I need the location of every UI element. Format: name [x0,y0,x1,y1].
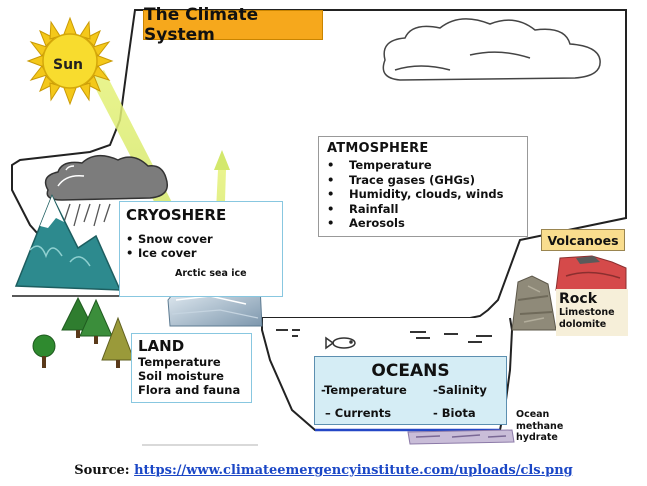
list-item: Aerosols [327,216,519,231]
atmosphere-list: Temperature Trace gases (GHGs) Humidity,… [327,158,519,231]
reflected-arrow-head [214,150,230,170]
list-item: Soil moisture [138,369,224,383]
cryosphere-list: Snow cover Ice cover [126,232,276,260]
list-item: Rainfall [327,202,519,217]
tree-icons [32,296,135,368]
arctic-sea-ice-label: Arctic sea ice [175,268,247,279]
label-line: Ocean [516,409,550,420]
land-heading: LAND [138,337,185,355]
ocean-methane-hydrate-label: Ocean methane hydrate [516,409,576,444]
rock-box: Rock Limestone dolomite [556,289,628,336]
ocean-currents: – Currents [325,406,392,420]
atmosphere-heading: ATMOSPHERE [327,141,429,156]
rock-heading: Rock [559,291,598,307]
diagram-title: The Climate System [143,5,323,45]
source-caption: Source: https://www.climateemergencyinst… [0,463,647,478]
list-item: Limestone [559,307,615,318]
atmosphere-box: ATMOSPHERE Temperature Trace gases (GHGs… [318,136,528,237]
label-line: hydrate [516,432,558,443]
cryosphere-box: CRYOSHERE Snow cover Ice cover Arctic se… [119,201,283,297]
list-item: Snow cover [126,232,276,246]
oceans-heading: OCEANS [371,361,450,381]
list-item: Temperature [327,158,519,173]
water-surface-dashes [276,329,492,343]
sun-icon [26,16,114,106]
mountain-icon [14,194,122,291]
source-prefix: Source: [74,463,135,478]
list-item: Ice cover [126,246,276,260]
source-link[interactable]: https://www.climateemergencyinstitute.co… [134,463,573,478]
label-line: methane [516,420,564,432]
volcano-icon [555,255,627,291]
ocean-biota: - Biota [433,406,476,420]
storm-cloud-icon [44,154,168,227]
list-item: Humidity, clouds, winds [327,187,519,202]
fish-icon [325,336,356,350]
land-box: LAND Temperature Soil moisture Flora and… [131,333,252,403]
list-item: Flora and fauna [138,383,241,397]
list-item: Trace gases (GHGs) [327,173,519,188]
rock-image [511,275,557,331]
cloud-icon [382,18,601,81]
list-item: dolomite [559,319,607,330]
volcanoes-label: Volcanoes [541,229,625,251]
methane-hydrate-image [407,429,515,445]
sun-label: Sun [53,57,84,73]
ocean-temperature: -Temperature [321,383,407,397]
oceans-box: OCEANS -Temperature -Salinity – Currents… [314,356,507,425]
list-item: Temperature [138,355,221,369]
ocean-salinity: -Salinity [433,383,487,397]
cryosphere-heading: CRYOSHERE [126,206,227,224]
